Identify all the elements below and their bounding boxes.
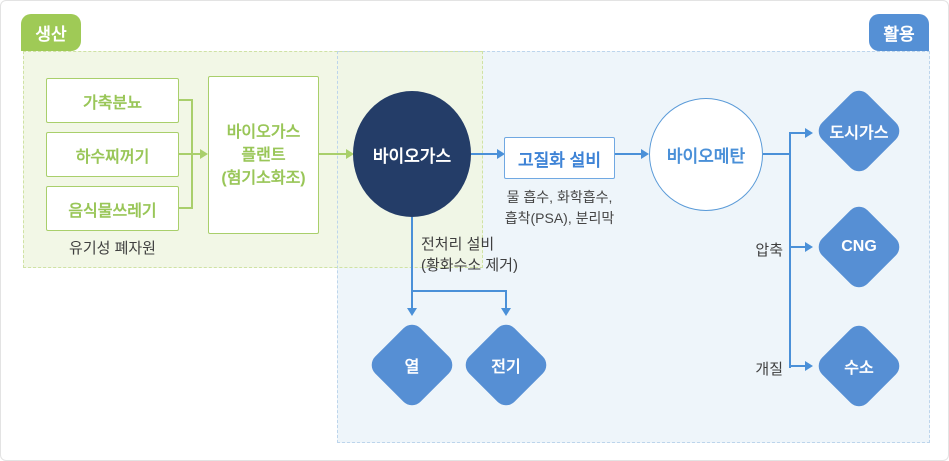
source1-connector-line — [179, 99, 193, 101]
pretreatment-line-2: (황화수소 제거) — [421, 257, 518, 274]
sources-to-plant-arrowhead-icon — [200, 149, 208, 159]
source-box-food-waste: 음식물쓰레기 — [46, 186, 179, 231]
hydrogen-branch-line — [789, 365, 805, 367]
utilization-region-border — [337, 51, 930, 443]
electricity-arrowhead-icon — [501, 308, 511, 316]
production-region-border — [23, 51, 483, 268]
upgrading-to-biomethane-line — [615, 153, 641, 155]
utilization-badge: 활용 — [869, 14, 929, 51]
biogas-node: 바이오가스 — [353, 91, 471, 217]
bottom-branch-horizontal-line — [411, 290, 507, 292]
citygas-branch-line — [789, 132, 805, 134]
heat-diamond: 열 — [366, 319, 458, 411]
hydrogen-diamond: 수소 — [813, 320, 905, 412]
citygas-arrowhead-icon — [805, 128, 813, 138]
biogas-to-upgrading-arrowhead-icon — [497, 149, 505, 159]
biogas-down-line — [411, 217, 413, 292]
electricity-label: 전기 — [491, 359, 521, 376]
right-branch-vertical-line — [789, 132, 791, 368]
source-box-sewage-sludge: 하수찌꺼기 — [46, 132, 179, 177]
compression-label: 압축 — [755, 242, 783, 259]
cng-label: CNG — [841, 238, 877, 255]
source-box-livestock-manure: 가축분뇨 — [46, 78, 179, 123]
biomethane-branch-stub-line — [763, 153, 791, 155]
hydrogen-label: 수소 — [844, 360, 874, 377]
biogas-to-upgrading-line — [471, 153, 497, 155]
cng-branch-line — [789, 246, 805, 248]
upgrading-method-line-2: 흡착(PSA), 분리막 — [504, 210, 615, 226]
upgrading-to-biomethane-arrowhead-icon — [641, 149, 649, 159]
heat-branch-line — [411, 290, 413, 308]
organic-waste-caption: 유기성 폐자원 — [69, 240, 156, 257]
heat-arrowhead-icon — [407, 308, 417, 316]
electricity-branch-line — [505, 290, 507, 308]
upgrading-facility-box: 고질화 설비 — [504, 137, 615, 179]
plant-line-2: 플랜트 — [241, 146, 286, 164]
heat-label: 열 — [404, 359, 420, 376]
plant-to-biogas-arrowhead-icon — [346, 149, 354, 159]
cng-arrowhead-icon — [805, 242, 813, 252]
citygas-label: 도시가스 — [829, 125, 889, 142]
pretreatment-note: 전처리 설비 (황화수소 제거) — [421, 234, 571, 276]
upgrading-methods-note: 물 흡수, 화학흡수, 흡착(PSA), 분리막 — [494, 187, 625, 229]
citygas-diamond: 도시가스 — [813, 85, 905, 177]
electricity-diamond: 전기 — [460, 319, 552, 411]
plant-line-1: 바이오가스 — [226, 123, 301, 141]
cng-diamond: CNG — [813, 201, 905, 293]
plant-to-biogas-line — [319, 153, 346, 155]
production-badge: 생산 — [21, 14, 81, 51]
plant-line-3: (혐기소화조) — [221, 169, 306, 187]
source3-connector-line — [179, 207, 193, 209]
reforming-label: 개질 — [755, 361, 783, 378]
upgrading-method-line-1: 물 흡수, 화학흡수, — [506, 189, 613, 205]
sources-to-plant-line — [179, 153, 200, 155]
hydrogen-arrowhead-icon — [805, 361, 813, 371]
biomethane-node: 바이오메탄 — [649, 98, 763, 211]
biogas-plant-box: 바이오가스 플랜트 (혐기소화조) — [208, 76, 319, 234]
pretreatment-line-1: 전처리 설비 — [421, 236, 495, 253]
